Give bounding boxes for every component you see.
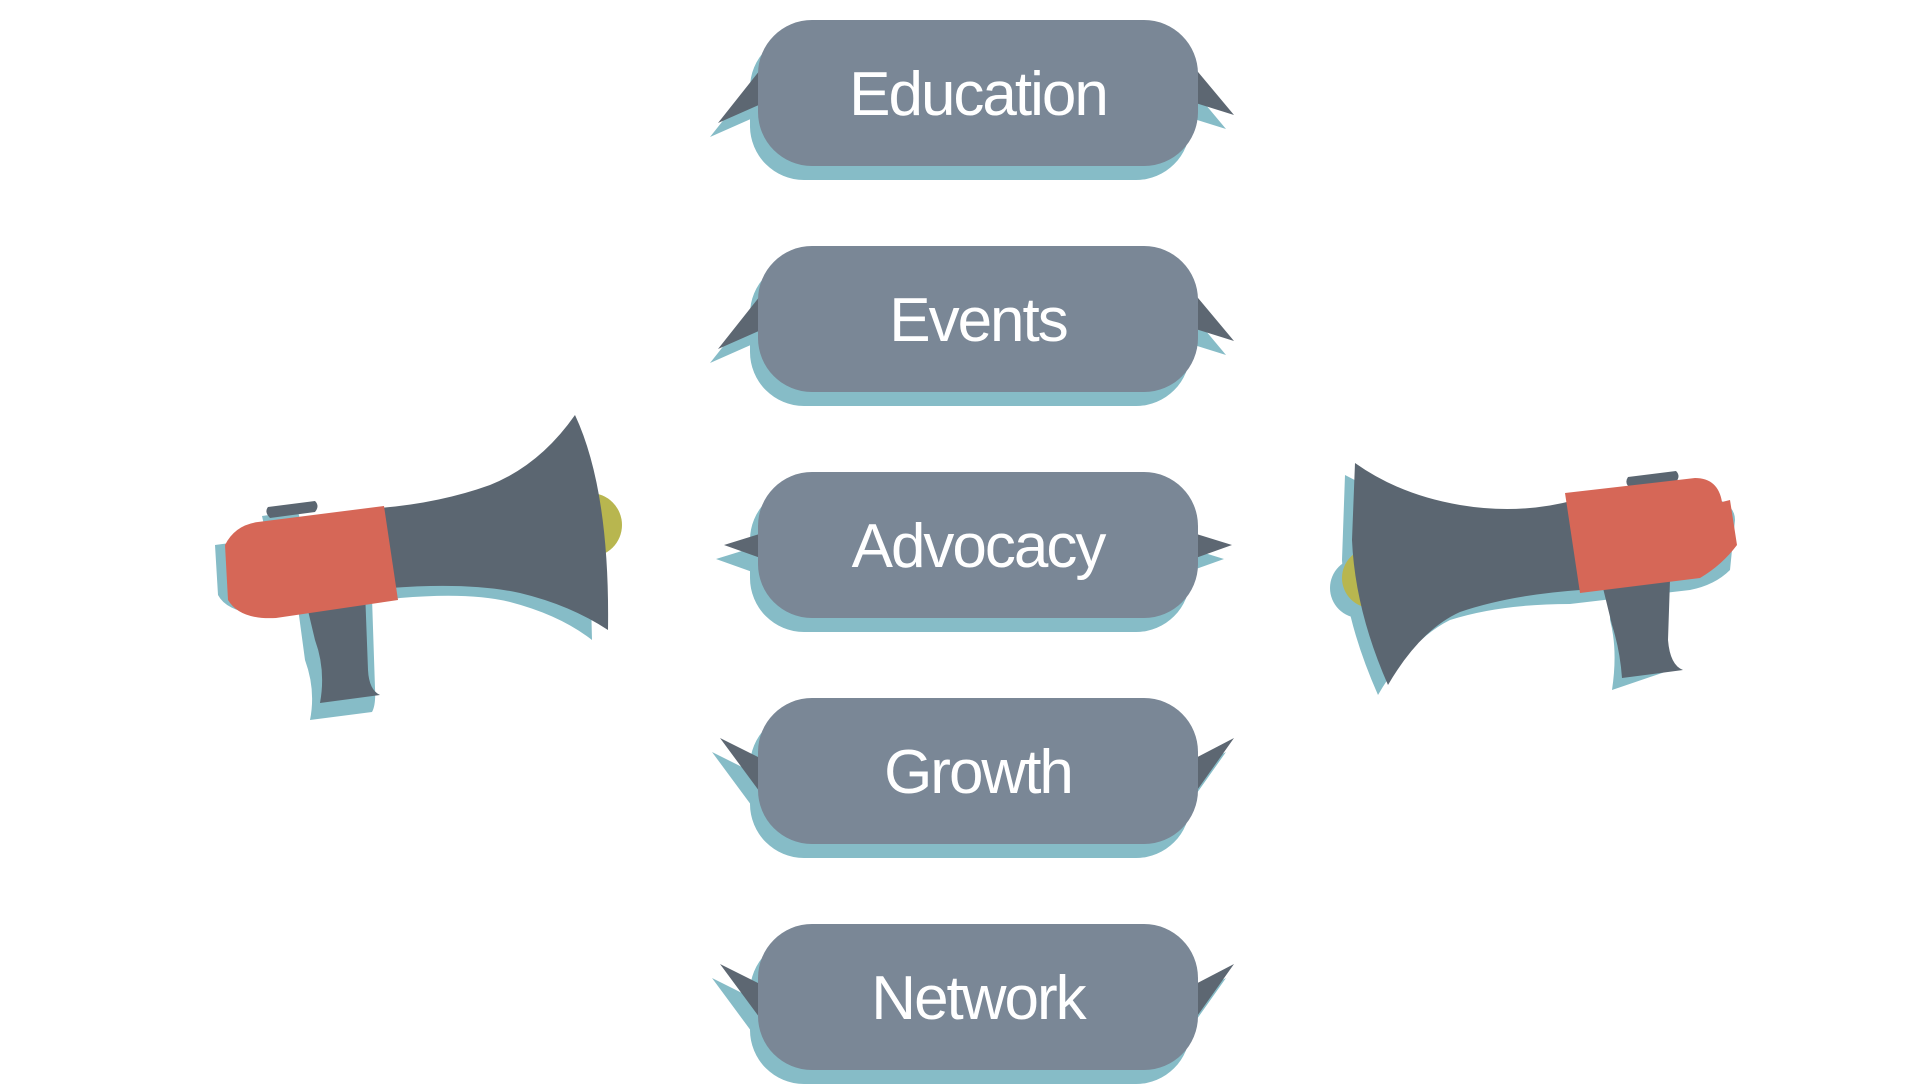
bubble-tail (720, 964, 770, 1029)
speech-bubble-growth: Growth (712, 698, 1234, 858)
megaphone-left-icon (215, 415, 622, 720)
bubble-body (758, 20, 1198, 166)
bubble-tail (1190, 532, 1232, 560)
bubble-tail (720, 738, 770, 803)
bubble-label: Events (889, 286, 1067, 355)
bubble-label: Education (849, 60, 1107, 129)
bubble-tail-shadow (712, 978, 762, 1043)
bubble-body (758, 472, 1198, 618)
megaphone-right-icon (1330, 463, 1737, 695)
speech-bubble-advocacy: Advocacy (716, 472, 1232, 632)
bubble-label: Network (871, 964, 1087, 1033)
speech-bubble-education: Education (710, 20, 1234, 180)
bubble-body (758, 924, 1198, 1070)
bubble-label: Growth (884, 738, 1072, 807)
bubble-body (758, 698, 1198, 844)
bubble-tail (724, 532, 766, 560)
speech-bubble-events: Events (710, 246, 1234, 406)
bubble-tail (718, 286, 770, 349)
speech-bubble-network: Network (712, 924, 1234, 1084)
bubble-body (758, 246, 1198, 392)
bubble-tail (718, 60, 770, 123)
bubble-tail-shadow (712, 752, 762, 817)
bubble-label: Advocacy (852, 512, 1107, 581)
